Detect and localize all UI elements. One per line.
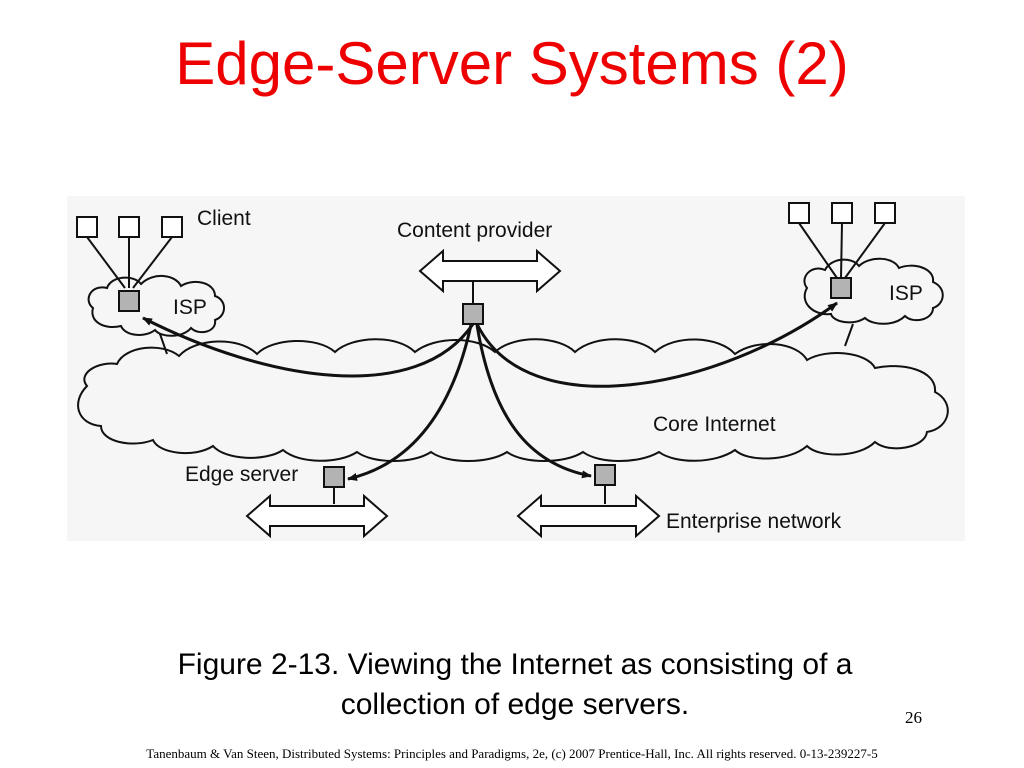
edge-server-diagram: Client Content provider ISP ISP Core Int… (67, 196, 965, 541)
content-provider-server-icon (462, 303, 484, 325)
client-left-1-icon (76, 216, 98, 238)
diagram-svg: Client Content provider ISP ISP Core Int… (76, 202, 949, 539)
caption-line-1: Figure 2-13. Viewing the Internet as con… (177, 648, 853, 681)
arrow-to-isp-right (475, 301, 838, 388)
client-link (840, 222, 843, 279)
isp-right-server-icon (830, 277, 852, 299)
client-link (132, 236, 173, 289)
content-provider-network-icon (418, 248, 562, 294)
enterprise-server-icon (594, 464, 616, 486)
client-link (844, 222, 886, 279)
page-number: 26 (905, 708, 922, 727)
isp-left-server-icon (118, 290, 140, 312)
enterprise-network-icon (516, 493, 661, 539)
client-right-1-icon (788, 202, 810, 224)
enterprise-network-label: Enterprise network (666, 510, 842, 533)
caption-line-2: collection of edge servers. (340, 688, 690, 721)
arrow-to-edge-server (347, 324, 473, 481)
client-left-3-icon (161, 216, 183, 238)
content-provider-label: Content provider (397, 219, 552, 242)
core-internet-cloud (77, 338, 949, 462)
client-label: Client (197, 207, 251, 230)
arrow-to-enterprise-server (475, 324, 592, 479)
isp-left-label: ISP (173, 296, 207, 319)
client-right-2-icon (831, 202, 853, 224)
client-right-3-icon (874, 202, 896, 224)
edge-server-label: Edge server (185, 463, 298, 486)
isp-right-uplink (844, 323, 854, 347)
client-left-2-icon (118, 216, 140, 238)
slide-title: Edge-Server Systems (2) (175, 30, 849, 97)
arrow-to-isp-left (142, 316, 475, 378)
edge-network-icon (245, 493, 389, 539)
client-link (798, 222, 838, 279)
client-link (86, 236, 126, 289)
copyright-footer: Tanenbaum & Van Steen, Distributed Syste… (146, 746, 878, 761)
isp-left-uplink (159, 333, 168, 355)
figure-caption: Figure 2-13. Viewing the Internet as con… (110, 645, 920, 725)
edge-server-icon (323, 466, 345, 488)
isp-right-label: ISP (889, 282, 923, 305)
core-internet-label: Core Internet (653, 413, 776, 436)
